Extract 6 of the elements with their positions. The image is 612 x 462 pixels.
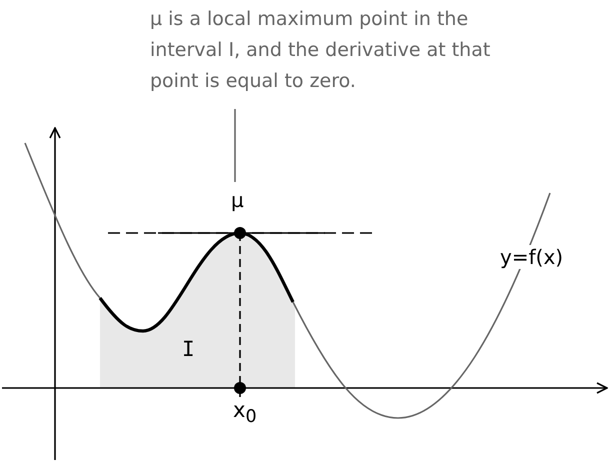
axis-point-label: x$_{0}$ [233, 398, 257, 428]
interval-label: I [182, 337, 195, 361]
point-label: μ [231, 188, 244, 212]
function-label: y=f(x) [500, 245, 564, 269]
note-text: μ is a local maximum point in the interval I, and the derivative at that point is equal to zero. [150, 4, 535, 97]
leader-line [234, 109, 236, 182]
